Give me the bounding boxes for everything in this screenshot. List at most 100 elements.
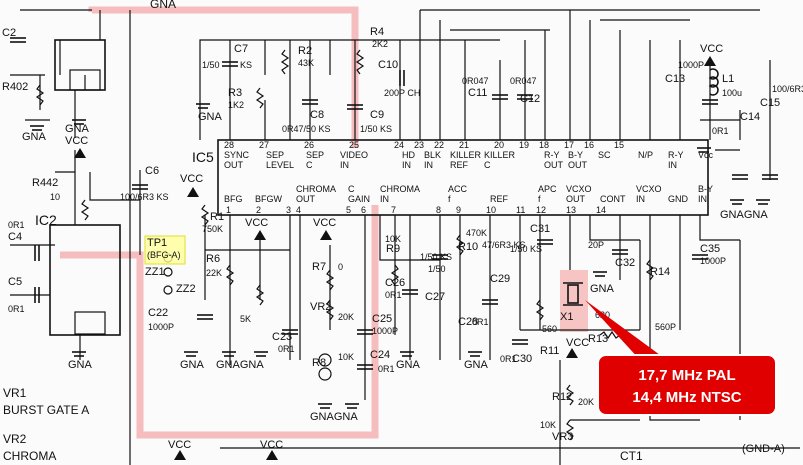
ic5-pin-label: BFG (224, 194, 243, 204)
r6-value: 22K (206, 268, 222, 278)
capacitors (10, 37, 778, 370)
ic5-pin-number: 23 (414, 140, 424, 150)
ic5-pin-label: IN (340, 160, 349, 170)
vcc-label-ic-top: VCC (65, 135, 88, 147)
c28-value: 0R1 (472, 317, 489, 327)
legend-vr1-ref: VR1 (3, 386, 27, 400)
c15-label: C15 (760, 97, 780, 109)
r442-symbol (80, 199, 90, 221)
ground-symbols (30, 103, 770, 409)
gna-label-top: GNA (150, 0, 176, 11)
r442-label: R442 (32, 177, 58, 189)
c35-value: 1000P (700, 256, 726, 266)
r13-label: R13 (588, 333, 608, 345)
ic5-pin-number: 15 (614, 140, 624, 150)
inductor-l1-symbol (708, 68, 719, 96)
c9-value: 1/50 KS (360, 124, 392, 134)
ic5-pin-label: B-Y (698, 184, 713, 194)
ic5-pin-number: 14 (596, 205, 606, 215)
vcc-label-vr2: VCC (313, 217, 336, 229)
r7-symbol (325, 269, 335, 291)
ic5-pin-label: APC (538, 184, 557, 194)
ic5-pin-label: R-Y (668, 150, 684, 160)
c8-value: 0R47/50 KS (282, 124, 331, 134)
ic5-pin-label: ACC (448, 184, 468, 194)
ic5-pin-label: C (348, 184, 355, 194)
ic5-pin-label: C (484, 160, 491, 170)
c2-label: C2 (2, 27, 16, 39)
ic5-pin-number: 6 (361, 205, 366, 215)
r10-label: R10 (458, 241, 478, 253)
ic5-pin-number: 22 (434, 140, 444, 150)
zz1-label: ZZ1 (145, 266, 165, 278)
r10-symbol (455, 234, 465, 256)
r4-symbol (355, 49, 365, 75)
c30-label: C30 (512, 353, 532, 365)
r1-symbol (200, 204, 210, 226)
gna-label-c28: GNA (464, 359, 489, 371)
ic5-pin-number: 19 (519, 140, 529, 150)
gna-label-ic-top: GNA (65, 123, 90, 135)
c7-label: C7 (234, 43, 248, 55)
ic5-pin-number: 20 (494, 140, 504, 150)
ic5-pin-label: f (538, 194, 541, 204)
vcc-arrows (74, 56, 716, 460)
l1-label: L1 (722, 73, 734, 85)
ic-top-left (54, 39, 106, 91)
r7-label: R7 (312, 261, 326, 273)
c10-value: 200P CH (384, 88, 420, 98)
c24-value: 0R1 (378, 364, 395, 374)
r3-symbol (255, 87, 265, 109)
c7-value: KS (240, 60, 252, 70)
r2-symbol (280, 49, 290, 75)
ic5-pin-label: LEVEL (266, 160, 294, 170)
c11-value: 0R047 (462, 76, 489, 86)
c27-value: 1/50 KS (420, 252, 452, 262)
ic5-pin-label: OUT (296, 194, 316, 204)
ic5-pin-label: CHROMA (380, 184, 420, 194)
x1-label: X1 (560, 311, 573, 323)
tp1-label: TP1 (147, 237, 167, 249)
crystal-x1-symbol (563, 282, 583, 306)
r9-symbol (390, 264, 400, 286)
ic5-ref-label: IC5 (192, 149, 214, 165)
gna-label-c26: GNA (396, 359, 421, 371)
r442-value: 10 (50, 192, 60, 202)
ic2-body (49, 224, 121, 336)
test-point-symbols (144, 235, 332, 381)
c5-label: C5 (8, 276, 22, 288)
ic5-pin-number: 16 (584, 140, 594, 150)
gna-label-ic2: GNA (68, 359, 93, 371)
ct1-label: CT1 (620, 449, 643, 463)
vcc-label-vr1: VCC (245, 217, 268, 229)
resistors (35, 49, 655, 441)
r2-value: 43K (298, 58, 314, 68)
ic5-pin-label: B-Y (568, 150, 583, 160)
gna-label-left: GNA (22, 131, 47, 143)
ic5-pin-label: VCXO (566, 184, 592, 194)
r8-label: R8 (312, 357, 326, 369)
callout-line-2: 14,4 MHz NTSC (632, 389, 741, 406)
highlight-crystal (560, 270, 588, 332)
ic5-pin-number: 3 (286, 205, 291, 215)
r7-value: 0 (338, 262, 343, 272)
r11-symbol (535, 299, 545, 321)
ic5-pin-label: N/P (638, 150, 653, 160)
ic5-pin-label: BFGW (255, 194, 283, 204)
c14-value: 0R1 (712, 126, 729, 136)
r3-label: R3 (228, 87, 242, 99)
c35-label: C35 (700, 243, 720, 255)
vcc-label-r1: VCC (180, 173, 203, 185)
ic5-pin-number: 13 (566, 205, 576, 215)
highlight-chroma-path (60, 205, 379, 439)
ic5-pin-label: C (306, 160, 313, 170)
ic5-pin-label: BLK (424, 150, 441, 160)
legend-vr1-name: BURST GATE A (3, 403, 89, 417)
ic5-pin-number: 2 (256, 205, 261, 215)
ic5-pin-number: 27 (259, 140, 269, 150)
gna-label-c22: GNA (180, 359, 205, 371)
tp1-sub-label: (BFG-A) (147, 250, 181, 260)
